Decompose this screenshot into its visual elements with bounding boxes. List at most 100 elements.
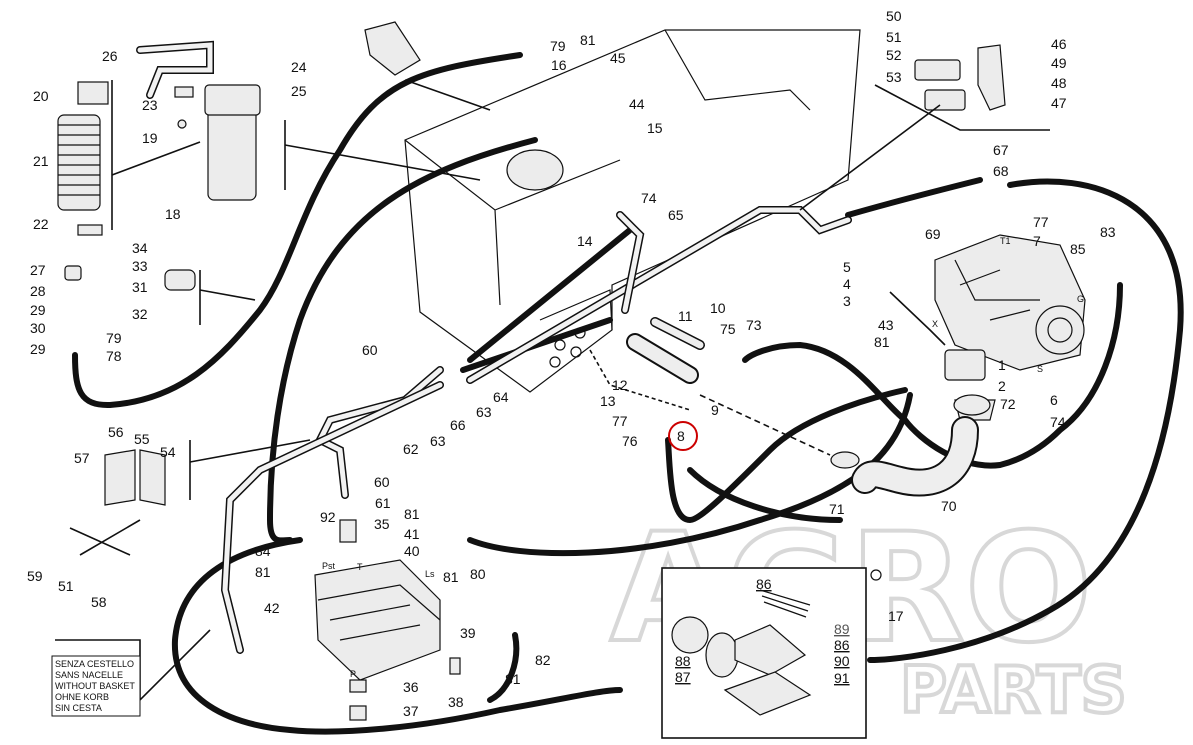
callout-65[interactable]: 65 — [668, 207, 684, 223]
callout-81-e[interactable]: 81 — [255, 564, 271, 580]
callout-36[interactable]: 36 — [403, 679, 419, 695]
callout-70[interactable]: 70 — [941, 498, 957, 514]
callout-8[interactable]: 8 — [677, 428, 685, 444]
callout-34[interactable]: 34 — [132, 240, 148, 256]
highlighted-part[interactable]: 8 — [668, 421, 698, 451]
callout-50[interactable]: 50 — [886, 8, 902, 24]
callout-5[interactable]: 5 — [843, 259, 851, 275]
callout-29-b[interactable]: 29 — [30, 341, 46, 357]
callout-38[interactable]: 38 — [448, 694, 464, 710]
callout-21[interactable]: 21 — [33, 153, 49, 169]
callout-32[interactable]: 32 — [132, 306, 148, 322]
callout-90[interactable]: 90 — [834, 653, 850, 669]
callout-78[interactable]: 78 — [106, 348, 122, 364]
callout-81-d[interactable]: 81 — [443, 569, 459, 585]
callout-39[interactable]: 39 — [460, 625, 476, 641]
callout-63-b[interactable]: 63 — [476, 404, 492, 420]
callout-10[interactable]: 10 — [710, 300, 726, 316]
callout-27[interactable]: 27 — [30, 262, 46, 278]
callout-29-a[interactable]: 29 — [30, 302, 46, 318]
callout-76[interactable]: 76 — [622, 433, 638, 449]
callout-7[interactable]: 7 — [1033, 233, 1041, 249]
callout-6[interactable]: 6 — [1050, 392, 1058, 408]
callout-77-a[interactable]: 77 — [612, 413, 628, 429]
callout-58[interactable]: 58 — [91, 594, 107, 610]
callout-9[interactable]: 9 — [711, 402, 719, 418]
callout-85[interactable]: 85 — [1070, 241, 1086, 257]
callout-81-c[interactable]: 81 — [404, 506, 420, 522]
callout-86-b[interactable]: 86 — [834, 637, 850, 653]
callout-84[interactable]: 84 — [255, 543, 271, 559]
callout-40[interactable]: 40 — [404, 543, 420, 559]
callout-37[interactable]: 37 — [403, 703, 419, 719]
callout-54[interactable]: 54 — [160, 444, 176, 460]
callout-18[interactable]: 18 — [165, 206, 181, 222]
callout-77-b[interactable]: 77 — [1033, 214, 1049, 230]
callout-43[interactable]: 43 — [878, 317, 894, 333]
callout-20[interactable]: 20 — [33, 88, 49, 104]
callout-73[interactable]: 73 — [746, 317, 762, 333]
callout-59[interactable]: 59 — [27, 568, 43, 584]
callout-31[interactable]: 31 — [132, 279, 148, 295]
callout-60-a[interactable]: 60 — [362, 342, 378, 358]
callout-67[interactable]: 67 — [993, 142, 1009, 158]
callout-64[interactable]: 64 — [493, 389, 509, 405]
callout-1[interactable]: 1 — [998, 357, 1006, 373]
callout-63-a[interactable]: 63 — [430, 433, 446, 449]
callout-81-b[interactable]: 81 — [874, 334, 890, 350]
callout-44[interactable]: 44 — [629, 96, 645, 112]
callout-19[interactable]: 19 — [142, 130, 158, 146]
callout-87[interactable]: 87 — [675, 669, 691, 685]
callout-88[interactable]: 88 — [675, 653, 691, 669]
callout-51-a[interactable]: 51 — [886, 29, 902, 45]
callout-45[interactable]: 45 — [610, 50, 626, 66]
callout-66[interactable]: 66 — [450, 417, 466, 433]
callout-46[interactable]: 46 — [1051, 36, 1067, 52]
callout-13[interactable]: 13 — [600, 393, 616, 409]
callout-41[interactable]: 41 — [404, 526, 420, 542]
callout-53[interactable]: 53 — [886, 69, 902, 85]
callout-33[interactable]: 33 — [132, 258, 148, 274]
callout-60-b[interactable]: 60 — [374, 474, 390, 490]
callout-48[interactable]: 48 — [1051, 75, 1067, 91]
callout-42[interactable]: 42 — [264, 600, 280, 616]
callout-15[interactable]: 15 — [647, 120, 663, 136]
callout-91[interactable]: 91 — [834, 670, 850, 686]
callout-62[interactable]: 62 — [403, 441, 419, 457]
callout-79-b[interactable]: 79 — [550, 38, 566, 54]
callout-2[interactable]: 2 — [998, 378, 1006, 394]
callout-69[interactable]: 69 — [925, 226, 941, 242]
callout-57[interactable]: 57 — [74, 450, 90, 466]
callout-16[interactable]: 16 — [551, 57, 567, 73]
callout-11[interactable]: 11 — [678, 308, 693, 324]
callout-89[interactable]: 89 — [834, 621, 850, 637]
callout-71[interactable]: 71 — [829, 501, 845, 517]
callout-82[interactable]: 82 — [535, 652, 551, 668]
callout-17[interactable]: 17 — [888, 608, 904, 624]
callout-74-a[interactable]: 74 — [641, 190, 657, 206]
callout-61[interactable]: 61 — [375, 495, 391, 511]
callout-22[interactable]: 22 — [33, 216, 49, 232]
callout-81-a[interactable]: 81 — [580, 32, 596, 48]
callout-68[interactable]: 68 — [993, 163, 1009, 179]
callout-28[interactable]: 28 — [30, 283, 46, 299]
callout-26[interactable]: 26 — [102, 48, 118, 64]
callout-30[interactable]: 30 — [30, 320, 46, 336]
callout-80[interactable]: 80 — [470, 566, 486, 582]
callout-75[interactable]: 75 — [720, 321, 736, 337]
callout-49[interactable]: 49 — [1051, 55, 1067, 71]
callout-74-b[interactable]: 74 — [1050, 414, 1066, 430]
callout-14[interactable]: 14 — [577, 233, 593, 249]
callout-56[interactable]: 56 — [108, 424, 124, 440]
callout-51-b[interactable]: 51 — [58, 578, 74, 594]
callout-81-f[interactable]: 81 — [505, 671, 521, 687]
callout-12[interactable]: 12 — [612, 377, 628, 393]
callout-3[interactable]: 3 — [843, 293, 851, 309]
callout-35[interactable]: 35 — [374, 516, 390, 532]
callout-25[interactable]: 25 — [291, 83, 307, 99]
callout-4[interactable]: 4 — [843, 276, 851, 292]
callout-23[interactable]: 23 — [142, 97, 158, 113]
callout-55[interactable]: 55 — [134, 431, 150, 447]
callout-92[interactable]: 92 — [320, 509, 336, 525]
callout-86-a[interactable]: 86 — [756, 576, 772, 592]
